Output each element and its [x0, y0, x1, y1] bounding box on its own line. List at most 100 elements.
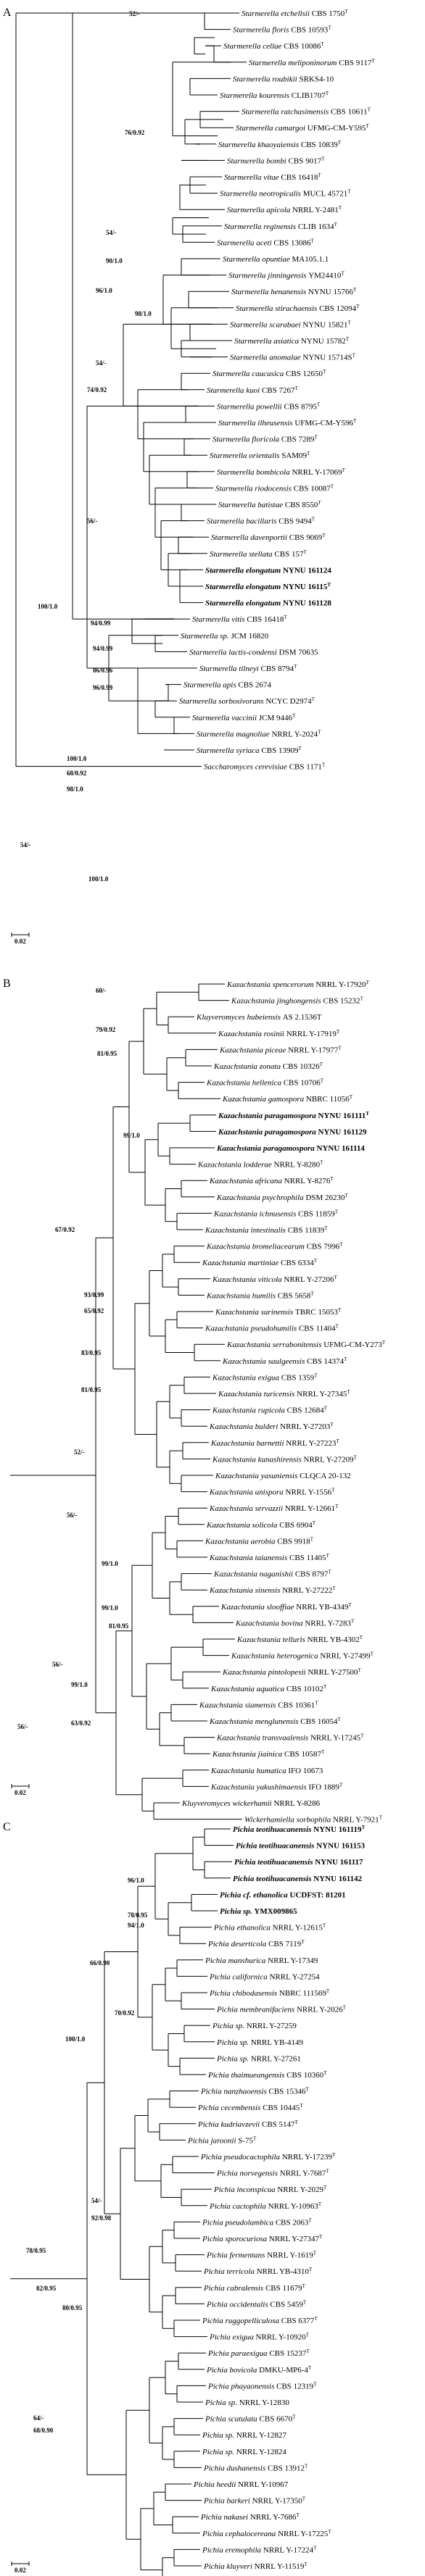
taxon-label: Kazachstania yakushimaensis IFO 1889T — [210, 1782, 343, 1791]
bootstrap-support: 66/0.90 — [90, 1959, 110, 1967]
taxon-label: Pichia occidentalis CBS 5459T — [206, 2299, 307, 2309]
taxon-label: Pichia kluyveri NRRL Y-11519T — [203, 2562, 308, 2571]
bootstrap-support: 81/0.95 — [97, 1050, 117, 1057]
bootstrap-support: 56/- — [52, 1661, 63, 1668]
taxon-label: Pichia norvegensis NRRL Y-7687T — [216, 2169, 329, 2178]
bootstrap-support: 100/1.0 — [38, 603, 58, 610]
taxon-label: Starmerella bombicola NRRL Y-17069T — [217, 467, 346, 477]
taxon-label: Pichia exigua NRRL Y-10920T — [209, 2333, 310, 2342]
taxon-label: Kazachstania surinensis TBRC 15053T — [215, 1307, 342, 1317]
taxon-label: Starmerella syriaca CBS 13909T — [197, 746, 302, 755]
taxon-label: Starmerella stellata CBS 157T — [210, 549, 307, 559]
taxon-label: Pichia pseudocactophila NRRL Y-17239T — [200, 2152, 336, 2162]
taxon-label: Starmerella ratchasimensis CBS 10611T — [242, 107, 371, 117]
taxon-label: Pichia cf. ethanolica UCDFST: 81201 — [220, 1891, 346, 1899]
bootstrap-support: 54/- — [96, 359, 107, 367]
taxon-label: Kazachstania taianensis CBS 11405T — [209, 1553, 330, 1562]
taxon-label: Starmerella sp. JCM 16820 — [181, 632, 269, 641]
taxon-label: Starmerella powellii CBS 8795T — [217, 401, 321, 411]
taxon-label: Pichia cecembensis CBS 10445T — [197, 2103, 303, 2112]
taxon-label: Kazachstania lodderae NRRL Y-8280T — [197, 1160, 323, 1170]
taxon-label: Kazachstania bovina NRRL Y-7283T — [235, 1618, 355, 1627]
bootstrap-support: 64/- — [33, 2414, 44, 2422]
bootstrap-support: 83/0.95 — [81, 1349, 102, 1356]
taxon-label: Pichia chibodasensis NBRC 111569T — [209, 1988, 330, 1998]
taxon-label: Saccharomyces cerevisiae CBS 1171T — [204, 762, 326, 772]
taxon-label: Starmerella lactis-condensi DSM 70635 — [189, 648, 318, 656]
bootstrap-support: 76/0.92 — [125, 129, 145, 136]
taxon-label: Pichia heedii NRRL Y-10967 — [193, 2480, 289, 2489]
taxon-label: Starmerella scarabaei NYNU 15821T — [230, 320, 351, 329]
taxon-label: Pichia bovicola DMKU-MP6-4T — [206, 2365, 312, 2375]
taxon-label: Starmerella floricola CBS 7289T — [212, 435, 318, 444]
bootstrap-support: 52/- — [74, 1449, 85, 1456]
taxon-label: Starmerella etchellsii CBS 1750T — [242, 9, 348, 18]
bootstrap-support: 80/0.95 — [62, 2304, 83, 2312]
bootstrap-support: 86/0.96 — [93, 667, 113, 674]
taxon-label: Starmerella camargoi UFMG-CM-Y595T — [236, 123, 369, 133]
bootstrap-support: 79/0.92 — [96, 1026, 116, 1033]
taxon-label: Kazachstania aerobia CBS 9918T — [205, 1536, 314, 1546]
taxon-label: Starmerella meliponinorum CBS 9117T — [249, 58, 375, 67]
taxon-label: Starmerella anomalae NYNU 15714ST — [230, 353, 356, 362]
taxon-label: Kazachstania intestinalis CBS 11839T — [205, 1225, 328, 1235]
taxon-label: Starmerella apicola NRRL Y-2481T — [227, 205, 342, 214]
taxon-label: Starmerella stirachaensis CBS 12094T — [236, 304, 360, 313]
bootstrap-support: 56/- — [17, 1723, 28, 1730]
taxon-label: Starmerella elongatum NYNU 161128 — [205, 599, 331, 608]
taxon-label: Pichia jaroonii S-75T — [187, 2135, 257, 2145]
taxon-label: Pichia eremophila NRRL Y-17224T — [202, 2545, 317, 2554]
bootstrap-support: 56/- — [87, 517, 98, 525]
bootstrap-support: 60/- — [96, 987, 107, 994]
taxon-label: Starmerella neotropicalis MUCL 45721T — [220, 189, 351, 199]
taxon-label: Kazachstania saulgeensis CBS 14374T — [222, 1356, 347, 1366]
taxon-label: Kazachstania bulderi NRRL Y-27203T — [209, 1422, 334, 1431]
taxon-label: Kazachstania viticola NRRL Y-27206T — [212, 1275, 338, 1284]
taxon-label: Kazachstania turicensis NRRL Y-27345T — [218, 1389, 350, 1399]
taxon-label: Pichia teotihuacanensis NYNU 161153 — [236, 1842, 366, 1851]
taxon-label: Pichia cephalocereana NRRL Y-17225T — [202, 2529, 331, 2538]
bootstrap-support: 100/1.0 — [65, 2035, 86, 2043]
taxon-label: Pichia sporocuriosa NRRL Y-27347T — [202, 2234, 323, 2243]
bootstrap-support: 82/0.95 — [36, 2285, 57, 2292]
taxon-label: Starmerella apis CBS 2674 — [183, 681, 271, 690]
bootstrap-support: 100/1.0 — [88, 875, 109, 883]
bootstrap-support: 68/0.92 — [67, 770, 87, 777]
taxon-label: Starmerella riodocensis CBS 10087T — [215, 483, 334, 493]
taxon-label: Starmerella elongatum NYNU 161124 — [205, 566, 331, 575]
taxon-label: Kazachstania serrabonitensis UFMG-CM-Y27… — [226, 1340, 386, 1349]
bootstrap-support: 65/0.92 — [84, 1307, 104, 1314]
taxon-label: Kazachstania menglunensis CBS 16054T — [209, 1717, 341, 1726]
bootstrap-support: 54/- — [106, 229, 117, 236]
bootstrap-support: 96/1.0 — [128, 1877, 144, 1884]
bootstrap-support: 94/0.99 — [91, 620, 111, 627]
taxon-label: Pichia thaimueangensis CBS 10360T — [207, 2070, 327, 2080]
taxon-label: Starmerella tilneyi CBS 8794T — [199, 664, 297, 673]
taxon-label: Starmerella ilheusensis UFMG-CM-Y596T — [218, 418, 357, 428]
taxon-label: Kazachstania telluris NRRL YB-4302T — [236, 1635, 363, 1644]
taxon-label: Kazachstania aquatica CBS 10102T — [210, 1684, 327, 1693]
taxon-label: Pichia scutulata CBS 6670T — [205, 2414, 296, 2424]
taxon-label: Kazachstania jiainica CBS 10587T — [212, 1749, 325, 1759]
taxon-label: Starmerella jinningensis YM24410T — [228, 271, 344, 280]
taxon-label: Pichia cabralensis CBS 11679T — [203, 2283, 306, 2293]
taxon-label: Kazachstania naganishii CBS 8797T — [213, 1570, 331, 1579]
taxon-label: Kluyveromyces hubeiensis AS 2.1536T — [196, 1013, 322, 1022]
taxon-label: Kazachstania sinensis NRRL Y-27222T — [209, 1585, 336, 1595]
taxon-label: Pichia manshurica NRRL Y-17349 — [205, 1956, 318, 1965]
taxon-label: Pichia paraexigua CBS 15237T — [207, 2348, 310, 2358]
scale-bar-label: 0.02 — [15, 938, 26, 945]
taxon-label: Pichia sp. NRRL YB-4149 — [216, 2038, 303, 2047]
taxon-label: Starmerella roubikii SRKS4-10 — [233, 75, 334, 83]
taxon-label: Kazachstania exigua CBS 1359T — [212, 1372, 318, 1382]
taxon-label: Starmerella vitae CBS 16418T — [224, 172, 321, 182]
bootstrap-support: 100/1.0 — [67, 755, 87, 762]
taxon-label: Kazachstania paragamospora NYNU 161129 — [218, 1127, 367, 1136]
bootstrap-support: 96/1.0 — [96, 287, 112, 294]
taxon-label: Pichia sp. NRRL Y-27261 — [216, 2054, 301, 2063]
taxon-label: Pichia sp. NRRL Y-12827 — [202, 2431, 286, 2440]
bootstrap-support: 99/1.0 — [102, 1560, 118, 1567]
taxon-label: Kazachstania siamensis CBS 10361T — [199, 1700, 318, 1709]
bootstrap-support: 56/- — [67, 1512, 78, 1519]
